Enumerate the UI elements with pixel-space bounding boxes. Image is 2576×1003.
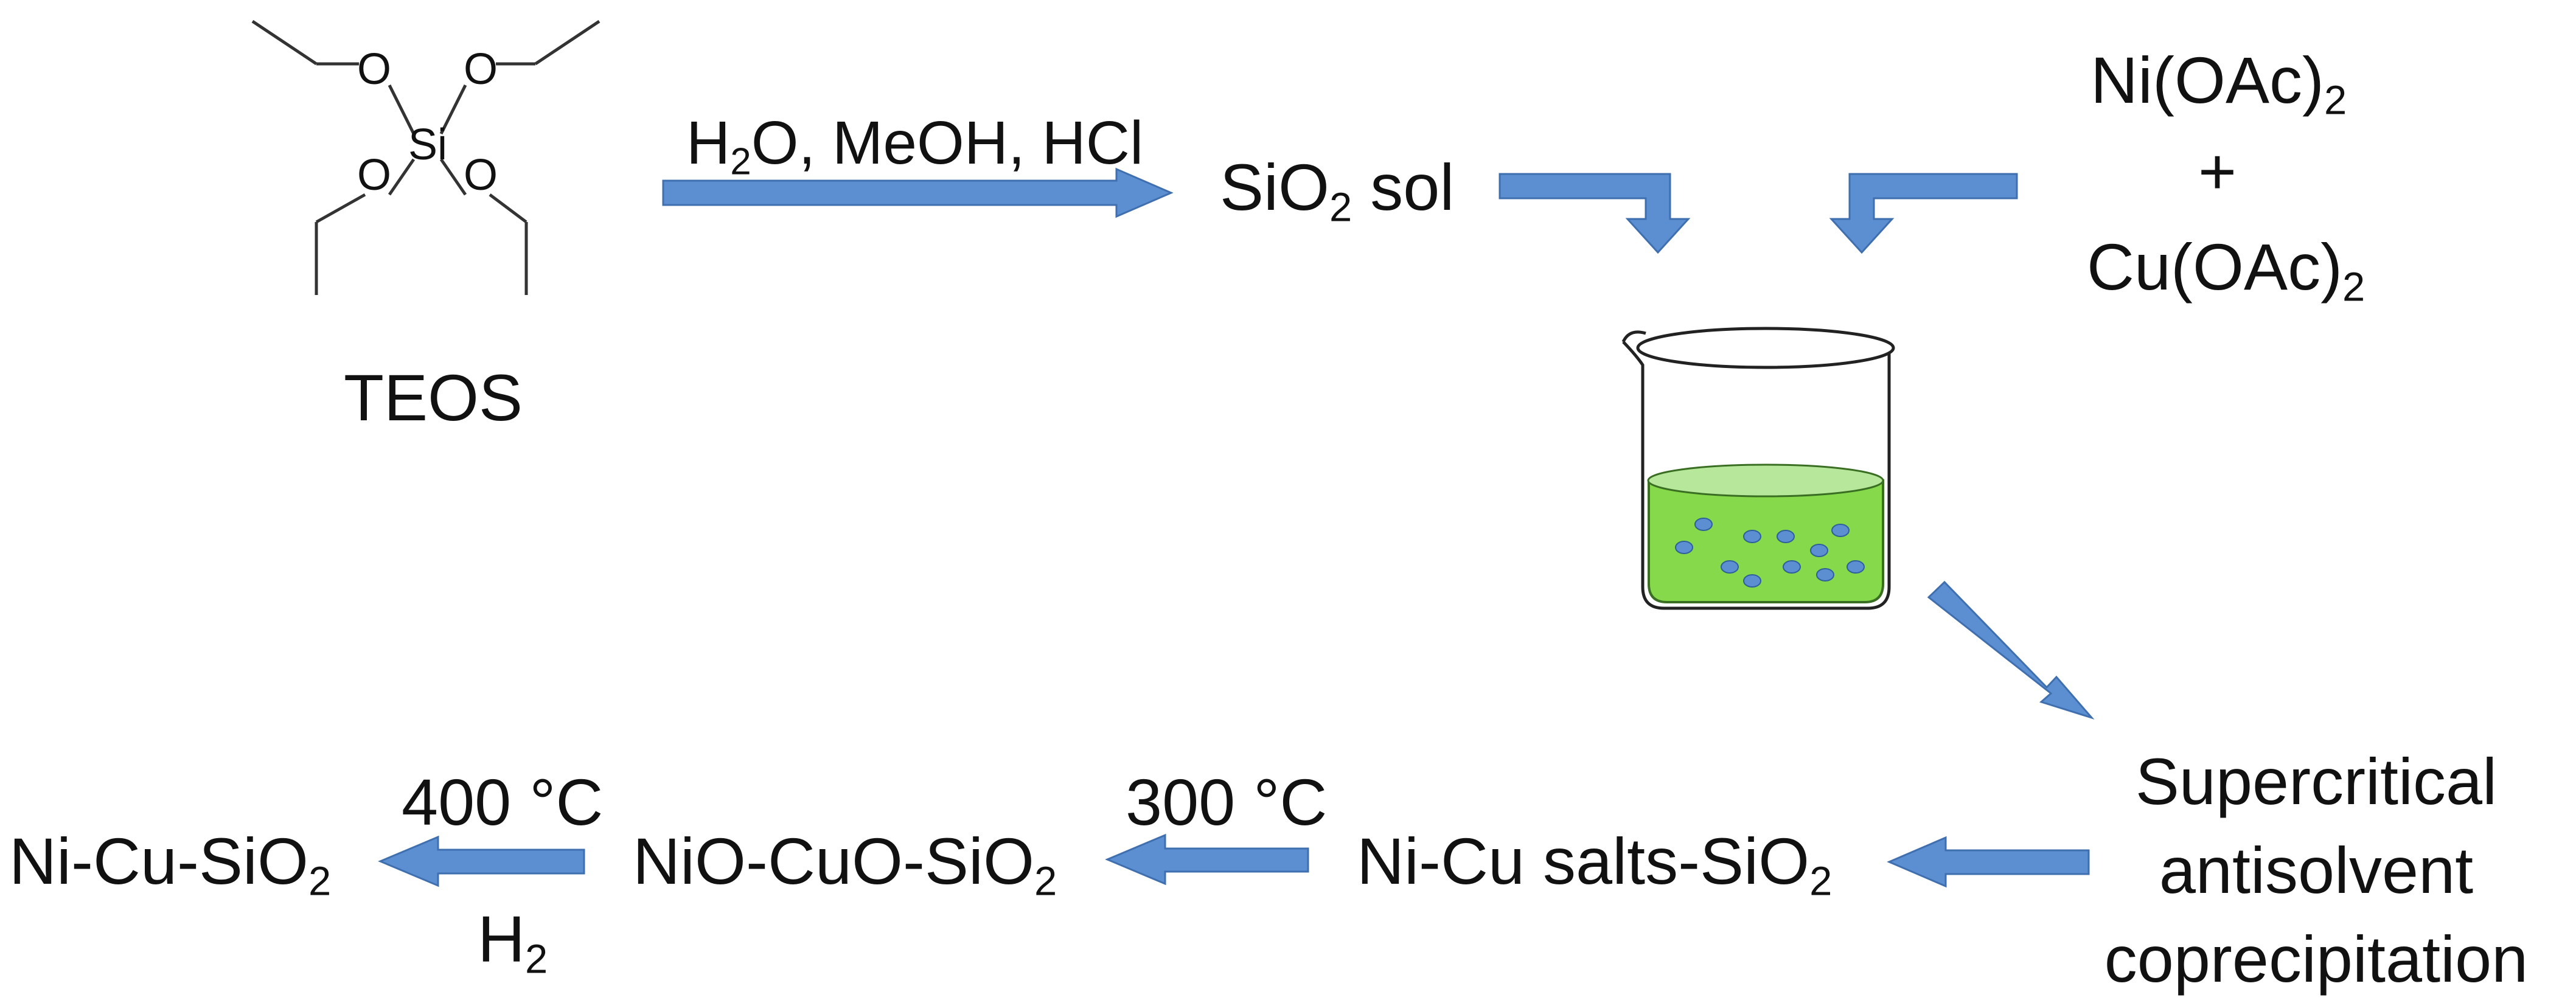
sio2-sol-formula: SiO: [1220, 150, 1330, 224]
final-formula: Ni-Cu-SiO: [9, 824, 309, 898]
oxygen-atom: O: [357, 45, 391, 94]
particle: [1743, 530, 1761, 543]
precipitate-particles: [1675, 518, 1865, 588]
arrow-diagonal-icon: [1927, 580, 2095, 720]
sas-line-2: antisolvent: [2159, 833, 2474, 907]
ni-oac-subscript: 2: [2324, 77, 2347, 123]
reagent-h: H: [686, 109, 731, 177]
oxide-formula: NiO-CuO-SiO: [633, 824, 1035, 898]
particle: [1816, 568, 1834, 581]
sio2-sol-suffix: sol: [1352, 150, 1455, 224]
teos-label: TEOS: [344, 361, 523, 434]
liquid-surface: [1647, 463, 1884, 498]
arrow-left-icon: [1887, 836, 2090, 888]
final-subscript: 2: [308, 858, 332, 904]
reagent-h-subscript: 2: [730, 141, 751, 183]
particle: [1831, 524, 1850, 537]
sio2-sol-subscript: 2: [1329, 184, 1352, 231]
salts-sio2-subscript: 2: [1809, 858, 1833, 904]
bond: [251, 19, 318, 66]
sio2-sol-label: SiO2 sol: [1220, 154, 1454, 228]
cu-oac-subscript: 2: [2342, 264, 2365, 310]
oxygen-atom: O: [357, 151, 391, 200]
bond: [439, 84, 467, 135]
arrow-elbow-down-icon: [1499, 173, 1691, 254]
temp-400-label: 400 °C: [402, 765, 604, 839]
h2-label: H2: [478, 906, 548, 980]
particle: [1847, 560, 1865, 574]
final-product-label: Ni-Cu-SiO2: [9, 828, 331, 902]
beaker-glass: [1622, 341, 1891, 610]
plus-sign: +: [2198, 134, 2237, 208]
particle: [1810, 544, 1828, 557]
particle: [1743, 574, 1761, 588]
sas-line-1: Supercritical: [2135, 744, 2498, 818]
beaker-icon: [1621, 327, 1895, 610]
bond: [315, 193, 366, 224]
bond: [388, 158, 416, 196]
arrow-left-icon: [378, 835, 585, 887]
particle: [1721, 560, 1739, 574]
salts-sio2-formula: Ni-Cu salts-SiO: [1357, 824, 1810, 898]
bond: [534, 19, 600, 66]
beaker-rim: [1636, 327, 1895, 369]
arrow-elbow-down-icon: [1829, 173, 2018, 254]
arrow-left-icon: [1105, 833, 1309, 886]
cu-oac-label: Cu(OAc)2: [2087, 234, 2365, 308]
sas-line-3: coprecipitation: [2104, 921, 2529, 996]
bond: [489, 193, 527, 223]
cu-oac-formula: Cu(OAc): [2087, 230, 2343, 304]
arrow-right-icon: [662, 167, 1174, 218]
particle: [1675, 541, 1693, 554]
particle: [1777, 530, 1795, 543]
particle: [1783, 560, 1801, 574]
ni-oac-formula: Ni(OAc): [2090, 43, 2324, 117]
teos-structure: [251, 19, 600, 295]
bond: [388, 84, 416, 135]
sas-label: Supercritical antisolvent coprecipitatio…: [2056, 737, 2576, 1003]
bond: [439, 158, 467, 196]
oxygen-atom: O: [464, 151, 498, 200]
ni-oac-label: Ni(OAc)2: [2090, 47, 2347, 121]
beaker-spout: [1621, 330, 1646, 343]
h2-subscript: 2: [525, 936, 548, 982]
reagent-rest: O, MeOH, HCl: [751, 109, 1144, 177]
temp-300-label: 300 °C: [1126, 765, 1328, 839]
reagents-label: H2O, MeOH, HCl: [686, 113, 1143, 181]
silicon-atom: Si: [408, 120, 447, 169]
arrows: [378, 167, 2095, 888]
oxygen-atom: O: [464, 45, 498, 94]
oxide-subscript: 2: [1034, 858, 1057, 904]
salts-sio2-label: Ni-Cu salts-SiO2: [1357, 828, 1832, 902]
h2-formula: H: [478, 902, 525, 976]
particle: [1694, 518, 1713, 531]
oxide-label: NiO-CuO-SiO2: [633, 828, 1057, 902]
